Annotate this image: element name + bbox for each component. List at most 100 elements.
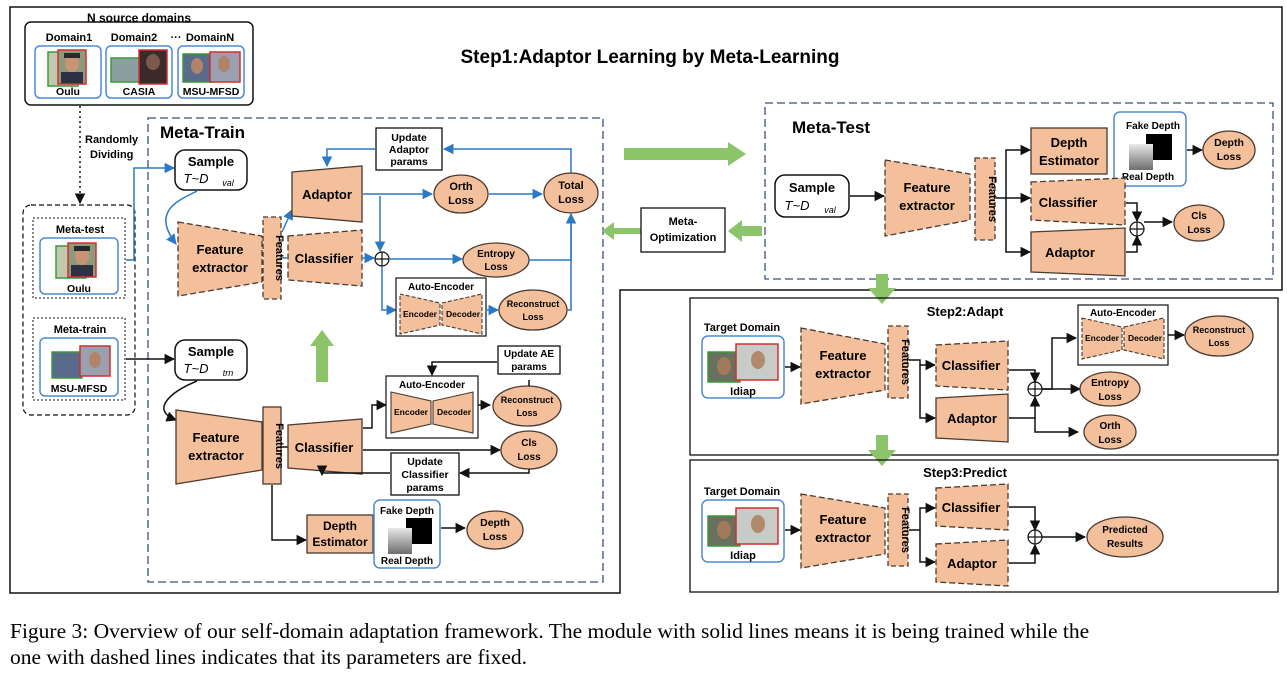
- flow-sample-to-extractor: [165, 190, 198, 245]
- predicted-results: Predicted Results: [1086, 516, 1164, 558]
- update-cls-l2: Classifier: [401, 469, 448, 481]
- cls-l1: Cls: [1191, 211, 1207, 222]
- dividing-label-2: Dividing: [90, 149, 133, 161]
- adaptor-label: Adaptor: [302, 187, 352, 202]
- ae-title: Auto-Encoder: [399, 380, 465, 391]
- update-ae-l2: params: [511, 362, 547, 373]
- target-domain-label: Target Domain: [704, 486, 780, 498]
- split-panel: Meta-test Oulu Meta-train MSU-MFSD: [22, 204, 136, 416]
- cls-loss-lower: Cls Loss: [500, 430, 558, 470]
- feature-extractor-upper: Feature extractor: [177, 221, 263, 297]
- decoder-label: Decoder: [446, 309, 481, 319]
- sample-expr: T~D: [785, 198, 810, 213]
- orth-loss-s2: Orth Loss: [1083, 414, 1137, 450]
- step2-frame: [689, 297, 1279, 456]
- cls-l1: Cls: [521, 438, 537, 449]
- domainN-label: DomainN: [186, 32, 234, 44]
- domain1-label: Domain1: [46, 32, 92, 44]
- classifier-s2: Classifier: [935, 340, 1009, 391]
- fe-label-2: extractor: [815, 530, 871, 545]
- orth-l1: Orth: [449, 181, 473, 193]
- flow-to-adaptor-mt: [1005, 198, 1032, 258]
- sum-node-plus: [375, 252, 389, 266]
- oulu-card: Oulu: [34, 45, 102, 99]
- entropy-l2: Loss: [484, 262, 508, 273]
- flow-classifier-to-sum-s3: [1009, 506, 1041, 532]
- flow-to-classifier-s2: [909, 359, 937, 371]
- sample-expr: T~D: [184, 361, 209, 376]
- flow-adaptor-to-orth-s2: [1034, 418, 1080, 438]
- orth-l2: Loss: [448, 195, 474, 207]
- classifier-label: Classifier: [295, 440, 354, 455]
- features-label: Features: [273, 423, 285, 469]
- features-label: Features: [273, 235, 285, 281]
- orth-loss-upper: Orth Loss: [433, 174, 489, 214]
- oulu-dataset-label: Oulu: [56, 86, 80, 98]
- adaptor-s2: Adaptor: [935, 393, 1009, 443]
- depth-l1: Depth: [323, 519, 357, 533]
- fe-label-1: Feature: [820, 512, 867, 527]
- classifier-label: Classifier: [295, 251, 354, 266]
- update-cls-l1: Update: [407, 456, 443, 468]
- caption-line-2: one with dashed lines indicates that its…: [10, 645, 528, 669]
- sample-expr: T~D: [184, 171, 209, 186]
- encoder-label: Encoder: [403, 309, 438, 319]
- flow-features-to-depth: [271, 485, 308, 546]
- sample-subscript: trn: [223, 368, 234, 378]
- fe-label-1: Feature: [904, 180, 951, 195]
- update-adaptor-l1: Update: [391, 132, 427, 144]
- face-image: [58, 50, 86, 84]
- features-block-lower: Features: [262, 406, 285, 485]
- flow-features-to-adaptor: [281, 209, 293, 233]
- green-arrow-up: [310, 330, 334, 382]
- reconstruct-loss-lower: Reconstruct Loss: [492, 385, 562, 427]
- classifier-label: Classifier: [1039, 195, 1098, 210]
- depth-l2: Estimator: [1039, 153, 1099, 168]
- green-arrow-down-2: [868, 435, 896, 466]
- encoder-label: Encoder: [1085, 333, 1120, 343]
- depth-loss-l1: Depth: [480, 517, 510, 529]
- entropy-l1: Entropy: [1091, 378, 1129, 389]
- depth-l1: Depth: [1051, 135, 1088, 150]
- recon-l1: Reconstruct: [501, 395, 554, 405]
- face-image: [68, 243, 96, 277]
- green-arrow-right: [624, 142, 746, 166]
- figure-title: Step1:Adaptor Learning by Meta-Learning: [461, 47, 840, 68]
- fe-label-1: Feature: [193, 430, 240, 445]
- green-arrow-left-2: [728, 220, 762, 242]
- update-ae-box: Update AE params: [497, 345, 561, 375]
- reconstruct-loss-s2: Reconstruct Loss: [1184, 315, 1254, 357]
- depth-loss-mt: Depth Loss: [1202, 130, 1256, 170]
- reconstruct-loss-upper: Reconstruct Loss: [498, 289, 568, 331]
- update-ae-l1: Update AE: [504, 349, 555, 360]
- flow-update-ae-to-ae: [426, 361, 497, 377]
- cls-l2: Loss: [517, 452, 541, 463]
- figure-caption: Figure 3: Overview of our self-domain ad…: [10, 618, 1282, 670]
- meta-test-dataset: Oulu: [67, 283, 91, 295]
- meta-train-dataset: MSU-MFSD: [51, 383, 108, 395]
- encoder-label: Encoder: [394, 407, 429, 417]
- idiap-label: Idiap: [730, 386, 756, 398]
- update-adaptor-box: Update Adaptor params: [375, 127, 443, 171]
- predicted-l2: Results: [1107, 539, 1144, 550]
- sample-trn-box: Sample T~D trn: [174, 339, 248, 381]
- sample-subscript: val: [824, 205, 837, 215]
- entropy-l1: Entropy: [477, 249, 515, 260]
- dividing-label-1: Randomly: [85, 134, 139, 146]
- features-label: Features: [899, 339, 911, 385]
- meta-test-split-label: Meta-test: [56, 224, 105, 236]
- recon-l2: Loss: [522, 312, 543, 322]
- flow-cls-to-update: [458, 467, 530, 479]
- green-arrow-down-1: [868, 274, 896, 304]
- update-cls-l3: params: [406, 482, 444, 494]
- adaptor-label: Adaptor: [1045, 245, 1095, 260]
- total-l1: Total: [558, 180, 583, 192]
- msu-card: MSU-MFSD: [177, 45, 245, 99]
- idiap-label: Idiap: [730, 550, 756, 562]
- features-block-s2: Features: [887, 325, 911, 399]
- msu-dataset-label: MSU-MFSD: [183, 86, 240, 98]
- entropy-loss-upper: Entropy Loss: [462, 242, 530, 278]
- decoder-label: Decoder: [1128, 333, 1163, 343]
- meta-opt-l1: Meta-: [669, 216, 698, 228]
